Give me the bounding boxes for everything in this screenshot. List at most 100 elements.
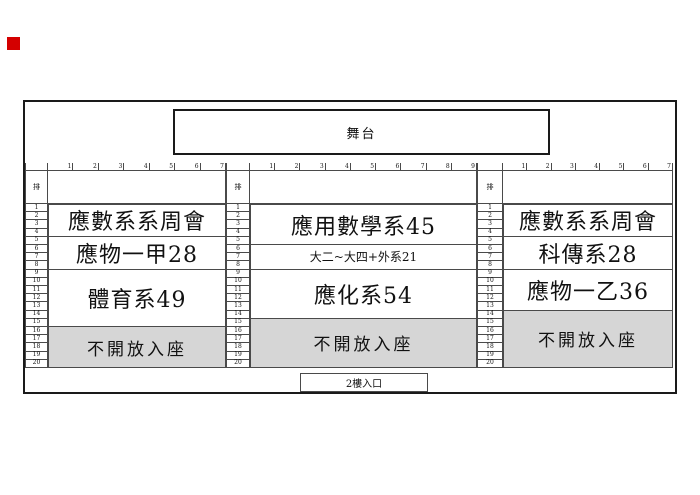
row-number: 2 xyxy=(26,212,47,221)
row-number: 14 xyxy=(478,311,502,319)
column-number: 8 xyxy=(426,163,452,171)
corner-cell xyxy=(227,163,249,171)
row-number: 18 xyxy=(478,343,502,352)
seat-assignment-block: 科傳系28 xyxy=(503,236,673,270)
row-number: 6 xyxy=(26,245,47,254)
column-number: 9 xyxy=(451,163,477,171)
column-number: 3 xyxy=(300,163,326,171)
row-number: 16 xyxy=(26,327,47,336)
seat-assignment-block: 應用數學系45 xyxy=(250,204,477,245)
row-number: 20 xyxy=(478,360,502,369)
seat-assignment-block: 應物一甲28 xyxy=(48,236,226,270)
row-number: 12 xyxy=(227,294,249,303)
column-number: 4 xyxy=(325,163,351,171)
row-number: 4 xyxy=(478,229,502,237)
row-number: 20 xyxy=(26,360,47,369)
row-number: 13 xyxy=(478,302,502,311)
row-number: 14 xyxy=(227,311,249,319)
column-number: 4 xyxy=(124,163,150,171)
row-number: 9 xyxy=(227,270,249,278)
column-number: 6 xyxy=(376,163,402,171)
row-number: 8 xyxy=(227,261,249,270)
corner-cell xyxy=(26,163,47,171)
row-number: 5 xyxy=(227,237,249,246)
row-number: 19 xyxy=(26,352,47,360)
column-number: 2 xyxy=(275,163,301,171)
seat-assignment-block: 應物一乙36 xyxy=(503,269,673,311)
row-number: 10 xyxy=(227,278,249,287)
row-number: 4 xyxy=(26,229,47,237)
column-number: 1 xyxy=(503,163,528,171)
row-number: 19 xyxy=(478,352,502,360)
column-number: 3 xyxy=(98,163,125,171)
entrance-box: 2樓入口 xyxy=(300,373,428,392)
row-number: 18 xyxy=(26,343,47,352)
row-number: 6 xyxy=(227,245,249,254)
column-number: 5 xyxy=(600,163,625,171)
row-number: 10 xyxy=(478,278,502,287)
column-number: 2 xyxy=(527,163,552,171)
row-number: 17 xyxy=(478,335,502,344)
seat-assignment-block: 應數系系周會 xyxy=(48,204,226,237)
column-number: 7 xyxy=(401,163,427,171)
row-number: 7 xyxy=(227,253,249,262)
column-number: 7 xyxy=(648,163,673,171)
row-number: 16 xyxy=(227,327,249,336)
row-number: 3 xyxy=(478,220,502,229)
row-number: 13 xyxy=(26,302,47,311)
column-number: 5 xyxy=(149,163,176,171)
column-number: 4 xyxy=(575,163,601,171)
row-number: 3 xyxy=(227,220,249,229)
row-number: 14 xyxy=(26,311,47,319)
row-number: 5 xyxy=(26,237,47,246)
row-number: 10 xyxy=(26,278,47,287)
row-number: 7 xyxy=(478,253,502,262)
column-number: 1 xyxy=(48,163,74,171)
column-number: 3 xyxy=(551,163,576,171)
row-number: 19 xyxy=(227,352,249,360)
row-number: 12 xyxy=(478,294,502,303)
row-number: 8 xyxy=(478,261,502,270)
empty-front-cell xyxy=(250,171,477,204)
seat-assignment-block: 應數系系周會 xyxy=(503,204,673,237)
row-number: 11 xyxy=(478,286,502,295)
column-number: 6 xyxy=(175,163,201,171)
row-number: 15 xyxy=(227,319,249,328)
stage-label: 舞台 xyxy=(346,126,377,142)
corner-cell xyxy=(478,163,502,171)
closed-seating-block: 不開放入座 xyxy=(250,318,477,368)
row-number: 15 xyxy=(478,319,502,328)
row-number: 9 xyxy=(26,270,47,278)
closed-seating-block: 不開放入座 xyxy=(503,310,673,368)
row-number: 9 xyxy=(478,270,502,278)
row-number: 1 xyxy=(26,204,47,213)
row-number: 7 xyxy=(26,253,47,262)
seat-assignment-block: 應化系54 xyxy=(250,269,477,319)
column-number: 1 xyxy=(250,163,276,171)
row-number: 5 xyxy=(478,237,502,246)
row-header-label: 排 xyxy=(478,171,502,204)
row-number: 13 xyxy=(227,302,249,311)
row-number: 20 xyxy=(227,360,249,369)
row-number: 2 xyxy=(227,212,249,221)
row-number: 17 xyxy=(26,335,47,344)
row-header-label: 排 xyxy=(26,171,47,204)
seat-assignment-block: 體育系49 xyxy=(48,269,226,327)
column-number: 2 xyxy=(73,163,99,171)
row-number: 4 xyxy=(227,229,249,237)
